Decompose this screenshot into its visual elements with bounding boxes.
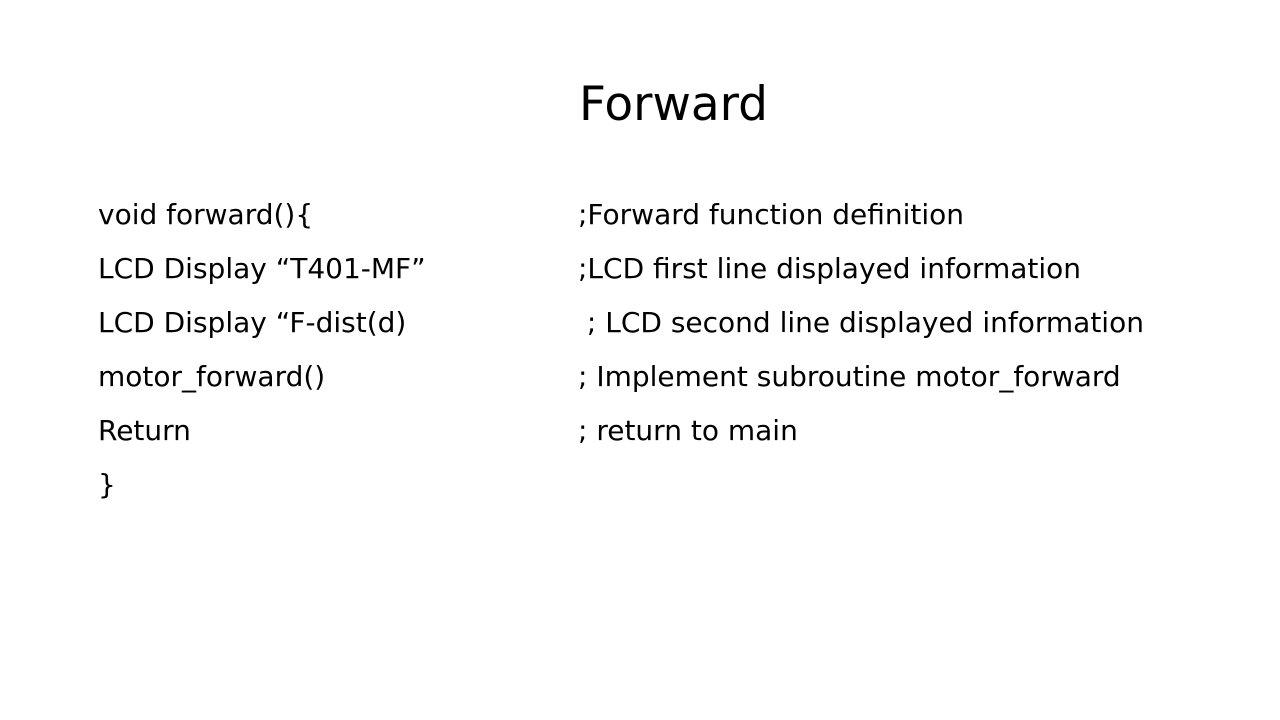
code-line: void forward(){ ;Forward function defini…	[98, 194, 1238, 248]
code-line: }	[98, 464, 1238, 518]
code-text: LCD Display “F-dist(d)	[98, 306, 407, 339]
code-text: LCD Display “T401-MF”	[98, 252, 426, 285]
code-line: LCD Display “F-dist(d) ; LCD second line…	[98, 302, 1238, 356]
code-line: motor_forward() ; Implement subroutine m…	[98, 356, 1238, 410]
code-line: LCD Display “T401-MF” ;LCD first line di…	[98, 248, 1238, 302]
code-text: motor_forward()	[98, 360, 326, 393]
code-listing: void forward(){ ;Forward function defini…	[98, 194, 1238, 518]
code-text: void forward(){	[98, 198, 314, 231]
code-comment: ; return to main	[578, 414, 798, 447]
code-comment: ; Implement subroutine motor_forward	[578, 360, 1121, 393]
code-text: Return	[98, 414, 191, 447]
code-text: }	[98, 468, 116, 501]
code-comment: ;Forward function definition	[578, 198, 965, 231]
code-comment: ;LCD first line displayed information	[578, 252, 1082, 285]
code-comment: ; LCD second line displayed information	[578, 306, 1144, 339]
code-line: Return ; return to main	[98, 410, 1238, 464]
slide-title: Forward	[579, 77, 769, 132]
